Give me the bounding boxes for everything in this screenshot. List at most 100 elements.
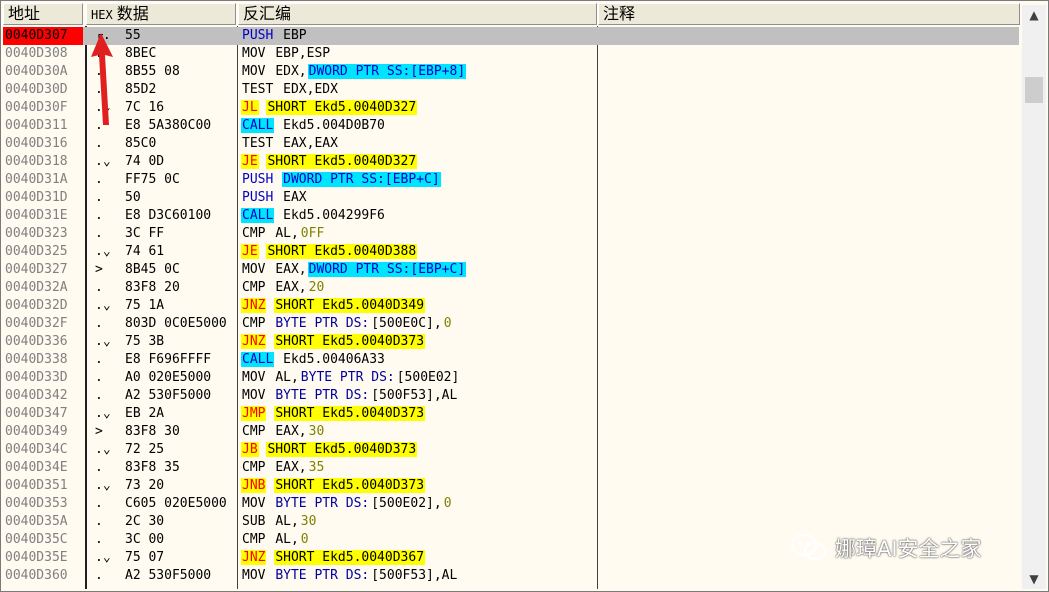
column-divider bbox=[597, 26, 598, 589]
row-disasm: PUSH EBP bbox=[241, 27, 597, 45]
column-header-disasm[interactable]: 反汇编 bbox=[238, 3, 597, 25]
comment-header-label: 注释 bbox=[603, 4, 636, 23]
row-mnemonic: PUSH bbox=[242, 190, 274, 205]
row-address: 0040D327 bbox=[5, 262, 68, 277]
row-address: 0040D323 bbox=[5, 226, 68, 241]
row-address: 0040D351 bbox=[5, 478, 68, 493]
watermark: 娜璋AI安全之家 bbox=[789, 531, 1029, 563]
row-flow-marker: . bbox=[95, 136, 103, 151]
row-address: 0040D308 bbox=[5, 46, 68, 61]
row-operand: EAX, bbox=[275, 460, 307, 475]
row-operand: Ekd5.00406A33 bbox=[283, 352, 385, 367]
row-hex: 74 0D bbox=[125, 154, 165, 169]
row-operand: Ekd5.004D0B70 bbox=[283, 118, 385, 133]
row-address: 0040D32A bbox=[5, 280, 68, 295]
row-address: 0040D353 bbox=[5, 496, 68, 511]
row-hex: A2 530F5000 bbox=[125, 568, 212, 583]
row-hex: 73 20 bbox=[125, 478, 165, 493]
disasm-header-label: 反汇编 bbox=[243, 4, 292, 23]
row-operand: SHORT Ekd5.0040D327 bbox=[266, 154, 418, 169]
row-mnemonic: MOV bbox=[242, 46, 266, 61]
row-hex: 50 bbox=[125, 190, 141, 205]
row-hex: E8 5A380C00 bbox=[125, 118, 212, 133]
row-operand: SHORT Ekd5.0040D349 bbox=[274, 298, 426, 313]
row-disasm: CMP AL,0 bbox=[241, 531, 597, 549]
row-flow-marker: . bbox=[95, 226, 103, 241]
row-operand: BYTE PTR DS: bbox=[275, 316, 370, 331]
row-operand: SHORT Ekd5.0040D373 bbox=[274, 334, 426, 349]
row-flow-marker: . bbox=[95, 460, 103, 475]
row-address: 0040D32F bbox=[5, 316, 68, 331]
row-operand: [500E0C], bbox=[371, 316, 442, 331]
row-address: 0040D33D bbox=[5, 370, 68, 385]
column-header-comment[interactable]: 注释 bbox=[598, 3, 1020, 25]
vertical-scrollbar[interactable]: ▲ ▼ bbox=[1022, 5, 1046, 589]
row-disasm: MOV EDX,DWORD PTR SS:[EBP+8] bbox=[241, 63, 597, 81]
wechat-icon bbox=[790, 533, 827, 561]
row-hex: 83F8 20 bbox=[125, 280, 180, 295]
scroll-up-icon[interactable]: ▲ bbox=[1029, 8, 1039, 22]
row-hex: A2 530F5000 bbox=[125, 388, 212, 403]
row-hex: 8B45 0C bbox=[125, 262, 180, 277]
row-hex: 7C 16 bbox=[125, 100, 165, 115]
red-arrow-icon bbox=[91, 33, 113, 125]
row-mnemonic: CMP bbox=[242, 226, 266, 241]
row-disasm: TEST EAX,EAX bbox=[241, 135, 597, 153]
row-disasm: JE SHORT Ekd5.0040D327 bbox=[241, 153, 597, 171]
row-operand: BYTE PTR DS: bbox=[275, 496, 370, 511]
row-operand: 30 bbox=[300, 514, 317, 529]
row-flow-marker: . bbox=[95, 514, 103, 529]
row-disasm: MOV EAX,DWORD PTR SS:[EBP+C] bbox=[241, 261, 597, 279]
column-divider bbox=[85, 26, 87, 589]
scrollbar-thumb[interactable] bbox=[1025, 77, 1043, 103]
row-operand: SHORT Ekd5.0040D388 bbox=[266, 244, 418, 259]
row-operand: 0 bbox=[443, 316, 452, 331]
row-hex: 75 3B bbox=[125, 334, 165, 349]
row-disasm: CMP EAX,30 bbox=[241, 423, 597, 441]
column-header-address[interactable]: 地址 bbox=[3, 3, 83, 25]
row-operand: 0 bbox=[443, 496, 452, 511]
row-address: 0040D34E bbox=[5, 460, 68, 475]
row-operand: EAX, bbox=[275, 424, 307, 439]
scroll-down-icon[interactable]: ▼ bbox=[1029, 572, 1039, 586]
row-address: 0040D30A bbox=[5, 64, 68, 79]
row-operand: EAX,EAX bbox=[283, 136, 338, 151]
row-flow-marker: . bbox=[95, 82, 103, 97]
row-flow-marker: . bbox=[95, 172, 103, 187]
row-address: 0040D347 bbox=[5, 406, 68, 421]
